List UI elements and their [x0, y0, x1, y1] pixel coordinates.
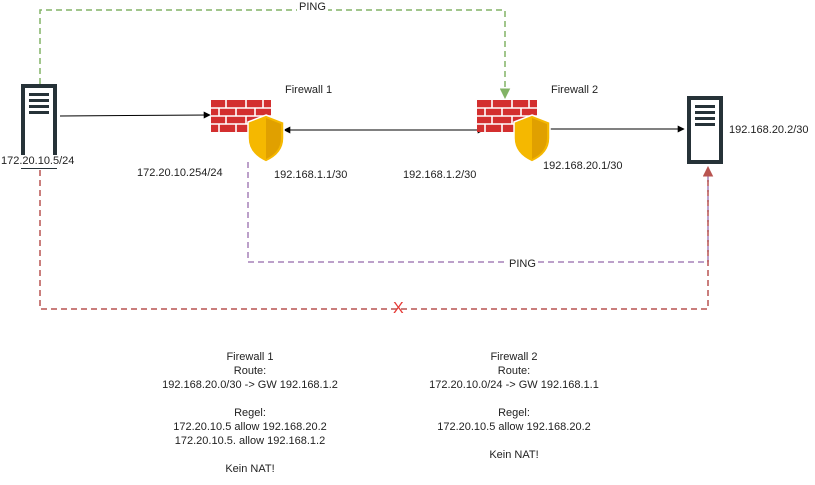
firewall1-notes: Firewall 1 Route: 192.168.20.0/30 -> GW … [130, 350, 370, 476]
note-line [394, 392, 634, 406]
note-line: 172.20.10.5 allow 192.168.20.2 [437, 421, 591, 433]
note-line: 192.168.20.0/30 -> GW 192.168.1.2 [162, 379, 338, 391]
left-host-ip: 172.20.10.5/24 [1, 155, 75, 168]
note-line: Firewall 1 [226, 351, 274, 363]
blocked-x-mark: X [393, 300, 404, 317]
note-line: Firewall 2 [490, 351, 538, 363]
firewall-icon [211, 100, 285, 163]
note-line: Route: [497, 365, 531, 377]
note-line: Kein NAT! [225, 463, 275, 475]
fw1-lan-ip: 172.20.10.254/24 [137, 167, 223, 179]
firewall1-title: Firewall 1 [285, 84, 333, 96]
ping-label-bottom: PING [507, 258, 538, 271]
fw1-wan-ip: 192.168.1.1/30 [274, 169, 348, 181]
fw2-wan-ip: 192.168.1.2/30 [403, 169, 477, 181]
note-line: Route: [233, 365, 267, 377]
note-line: 172.20.10.0/24 -> GW 192.168.1.1 [429, 379, 599, 391]
note-line [130, 448, 370, 462]
firewall2-title: Firewall 2 [551, 84, 599, 96]
note-line: 172.20.10.5 allow 192.168.20.2 [173, 421, 327, 433]
right-host-ip: 192.168.20.2/30 [729, 124, 809, 136]
note-line [130, 392, 370, 406]
ping-path-bottom [247, 162, 709, 263]
note-line: 172.20.10.5. allow 192.168.1.2 [174, 435, 326, 447]
note-line [394, 434, 634, 448]
note-line: Kein NAT! [489, 449, 539, 461]
note-line: Regel: [234, 407, 266, 419]
server-icon [687, 96, 723, 164]
firewall-icon [477, 100, 551, 163]
blocked-path [39, 165, 714, 310]
ping-label-top: PING [297, 1, 328, 14]
ping-path-top [39, 9, 511, 100]
fw2-lan-ip: 192.168.20.1/30 [543, 160, 623, 172]
server-icon [21, 84, 57, 169]
note-line: Regel: [498, 407, 530, 419]
firewall2-notes: Firewall 2 Route: 172.20.10.0/24 -> GW 1… [394, 350, 634, 462]
link-host-fw1 [59, 111, 211, 119]
